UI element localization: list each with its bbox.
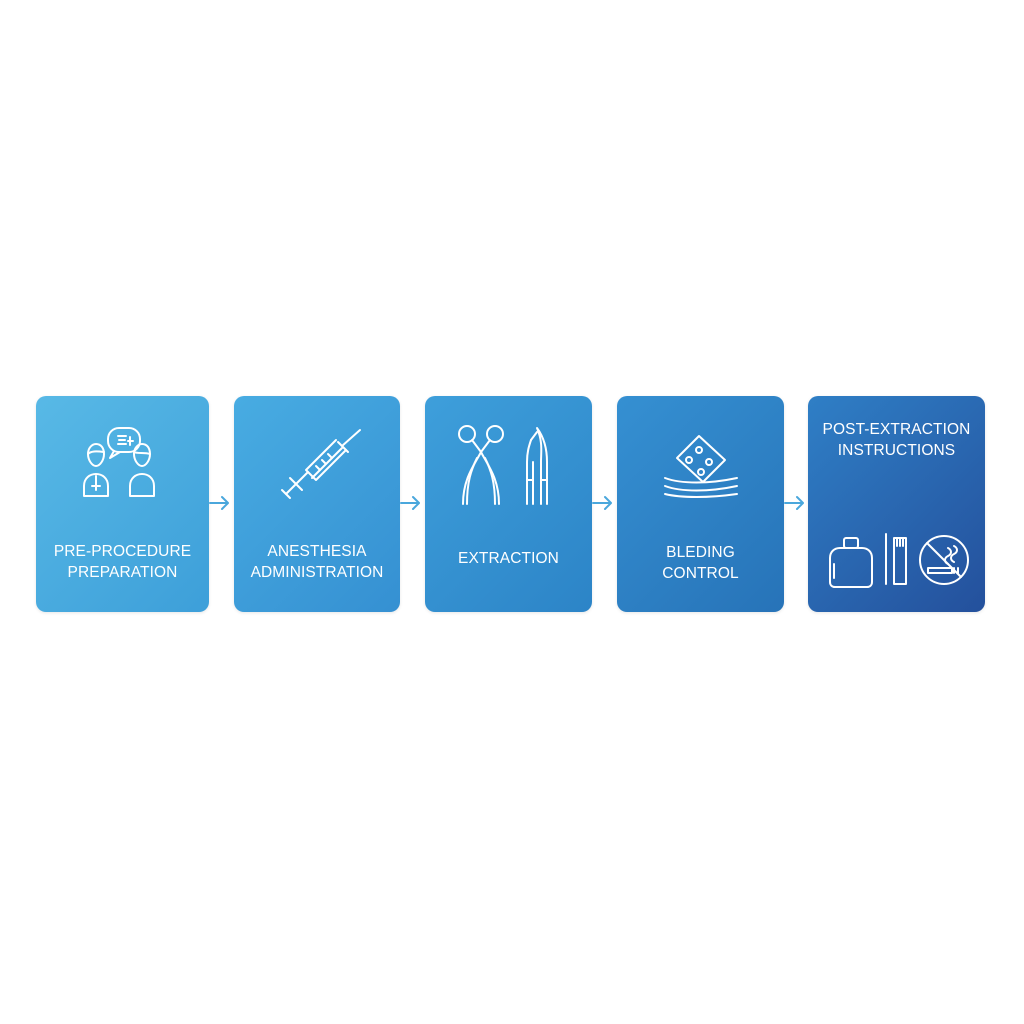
consultation-people-icon [83,427,155,497]
gauze-pad-icon [664,435,738,498]
step-label: ANESTHESIA ADMINISTRATION [250,543,384,581]
arrow-right-icon [400,496,420,510]
toothbrush-icon [885,533,907,585]
step-pre-procedure-preparation: PRE-PROCEDURE PREPARATION [36,396,209,612]
syringe-icon [281,429,361,499]
no-smoking-icon [919,535,969,585]
arrow-right-icon [592,496,612,510]
step-label: EXTRACTION [458,550,559,567]
step-label: POST-EXTRACTION INSTRUCTIONS [822,421,971,459]
forceps-and-elevator-icon [458,425,548,505]
step-label: PRE-PROCEDURE PREPARATION [53,543,192,581]
ice-pack-icon [829,537,873,588]
step-label: BLEDING CONTROL [662,544,739,582]
step-extraction: EXTRACTION [425,396,592,612]
step-anesthesia-administration: ANESTHESIA ADMINISTRATION [234,396,400,612]
arrow-right-icon [784,496,804,510]
step-post-extraction-instructions: POST-EXTRACTION INSTRUCTIONS [808,396,985,612]
step-bleding-control: BLEDING CONTROL [617,396,784,612]
arrow-right-icon [209,496,229,510]
